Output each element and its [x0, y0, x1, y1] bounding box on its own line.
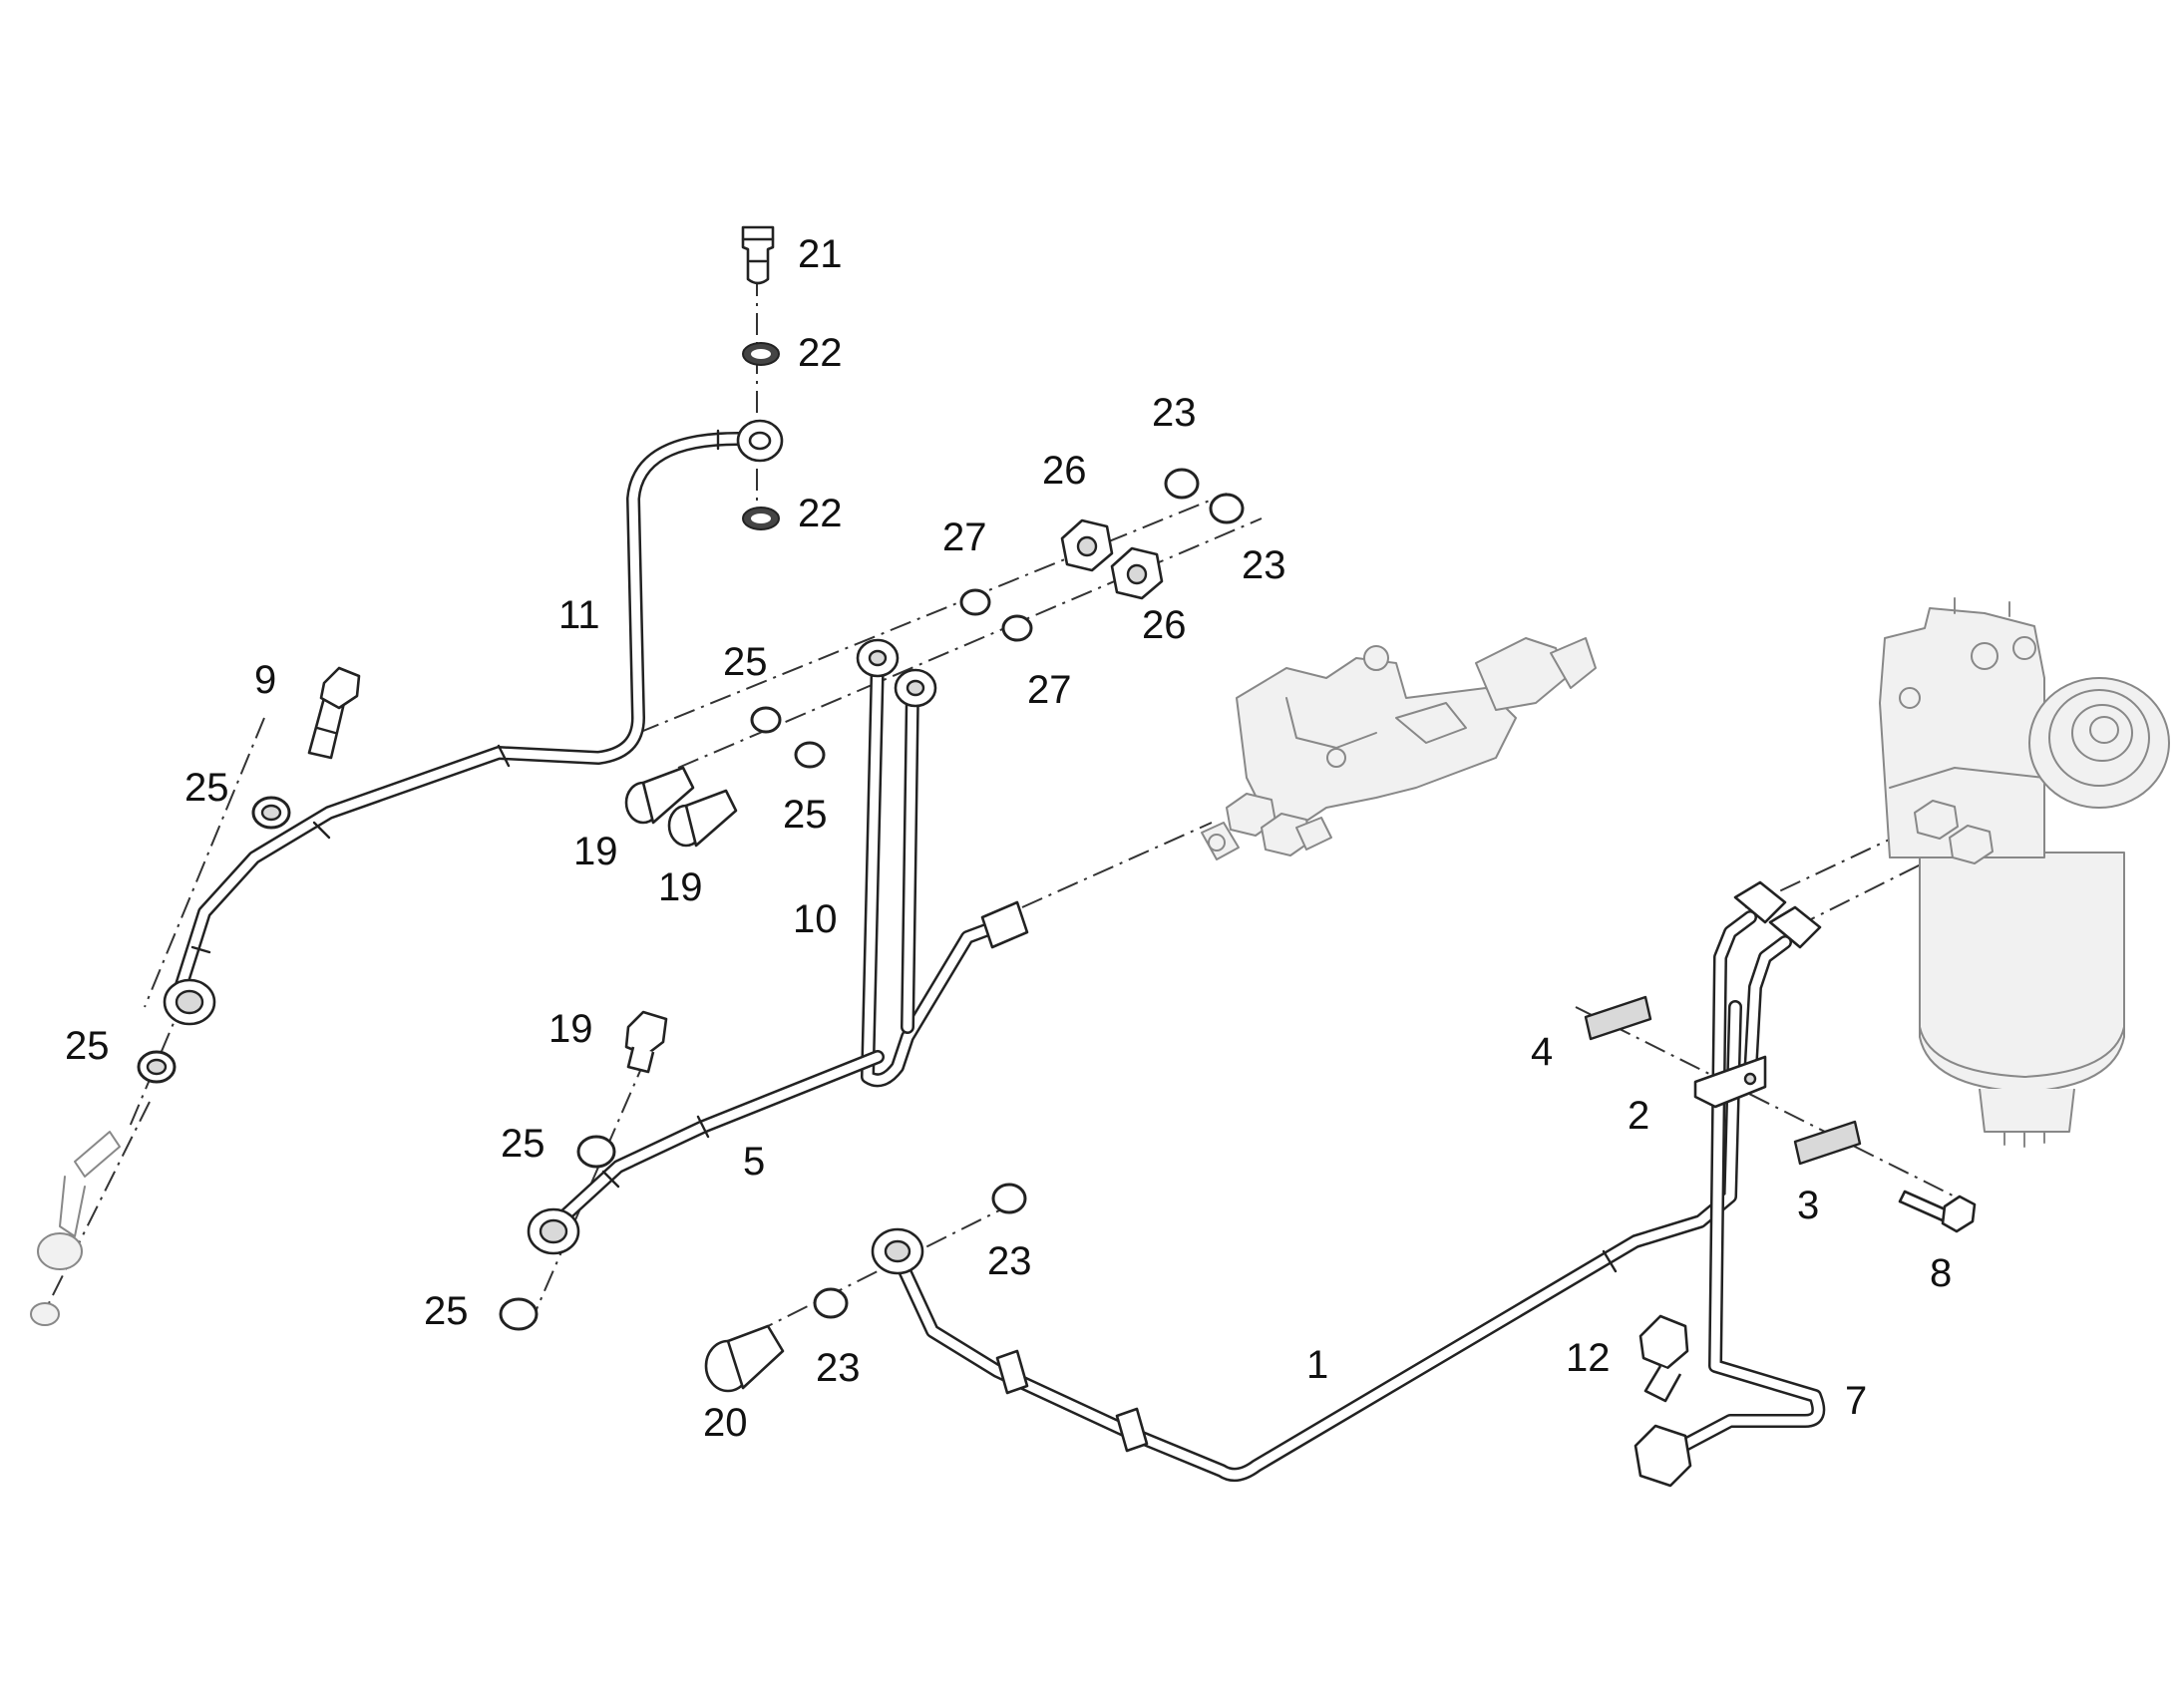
callout-20: 20 [703, 1401, 748, 1445]
washer-25-c [750, 706, 782, 734]
washer-23-c [991, 1183, 1027, 1214]
banjo-bolt-21 [741, 225, 775, 285]
fitting-9 [307, 666, 361, 760]
banjo-bolt-19-c [624, 1010, 668, 1074]
pipe-10 [856, 638, 1029, 1088]
callout-23-pipe1-upper: 23 [987, 1239, 1032, 1283]
bolt-8 [1898, 1190, 1977, 1233]
callout-23-pipe1-lower: 23 [816, 1346, 861, 1390]
washer-25-e [576, 1135, 616, 1169]
callout-1: 1 [1306, 1343, 1328, 1387]
union-nut-26-b [1110, 546, 1164, 600]
callout-22-lower: 22 [798, 492, 843, 535]
callout-27-upper: 27 [942, 515, 987, 559]
washer-25-f [499, 1297, 539, 1331]
washer-23-a [1164, 468, 1200, 500]
washer-22-lower [742, 507, 780, 530]
banjo-bolt-19-a [624, 766, 695, 825]
washer-27-a [959, 588, 991, 616]
pipe-5 [527, 1050, 885, 1255]
callout-2: 2 [1628, 1094, 1649, 1138]
callout-25-left-lower: 25 [65, 1024, 110, 1068]
ghost-pipe-left [30, 1131, 121, 1326]
callout-labels: 21 22 22 23 26 27 23 11 25 26 9 27 25 25… [65, 232, 1952, 1445]
callout-19-c: 19 [548, 1007, 593, 1051]
callout-25-mid-lower: 25 [783, 793, 828, 837]
callout-27-lower: 27 [1027, 668, 1072, 712]
pipe-1 [871, 1000, 1742, 1482]
fitting-12 [1638, 1314, 1689, 1403]
fuel-filter-housing [1879, 597, 2170, 1148]
banjo-bolt-20 [704, 1324, 785, 1393]
callout-25-mid-upper: 25 [723, 640, 768, 684]
callout-23-right: 23 [1242, 543, 1286, 587]
washer-23-b [1209, 493, 1245, 524]
pad-4 [1584, 995, 1652, 1041]
banjo-bolt-19-b [667, 789, 738, 848]
washer-25-d [794, 741, 826, 769]
callout-25-pipe5-lower: 25 [424, 1289, 469, 1333]
callout-8: 8 [1930, 1251, 1952, 1295]
pad-3 [1793, 1120, 1862, 1166]
callout-19-a: 19 [573, 830, 618, 873]
washer-27-b [1001, 614, 1033, 642]
callout-19-b: 19 [658, 865, 703, 909]
callout-21: 21 [798, 232, 843, 276]
callout-5: 5 [743, 1140, 765, 1184]
callout-23-upper: 23 [1152, 391, 1197, 435]
callout-26-upper: 26 [1042, 449, 1087, 493]
callout-22-upper: 22 [798, 331, 843, 375]
callout-25-pipe5-upper: 25 [501, 1122, 545, 1166]
callout-11: 11 [558, 593, 600, 637]
pipe-7 [1634, 880, 1826, 1488]
callout-7: 7 [1845, 1379, 1867, 1423]
callout-3: 3 [1797, 1184, 1819, 1227]
callout-12: 12 [1566, 1336, 1611, 1380]
callout-26-lower: 26 [1142, 603, 1187, 647]
callout-10: 10 [793, 897, 838, 941]
callout-9: 9 [254, 658, 276, 702]
washer-22-upper [742, 342, 780, 366]
clamp-bracket-2 [1693, 1055, 1767, 1109]
pipe-11 [163, 419, 784, 1026]
washer-23-d [813, 1287, 849, 1319]
fuel-valve-block [1201, 637, 1597, 860]
callout-25-left-upper: 25 [184, 766, 229, 810]
callout-4: 4 [1531, 1030, 1553, 1074]
union-nut-26-a [1060, 518, 1114, 572]
washer-25-b [137, 1050, 177, 1084]
washer-25-a [251, 796, 291, 830]
